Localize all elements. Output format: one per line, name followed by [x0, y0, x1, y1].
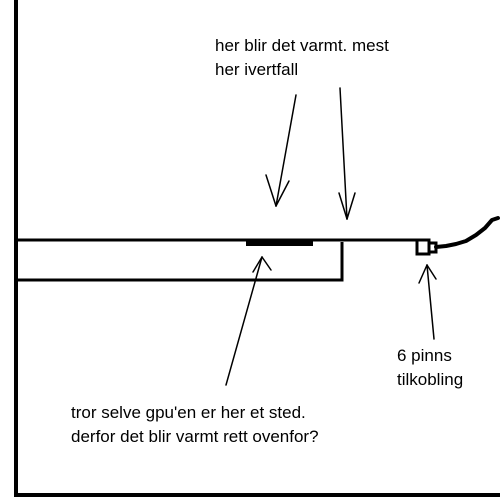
six-pin-connector [415, 238, 438, 256]
connector-note-line-1: 6 pinns [397, 346, 452, 365]
gpu-note-line-1: tror selve gpu'en er her et sted. [71, 403, 306, 422]
gpu-arrow [225, 256, 272, 386]
gpu-chip-marker [246, 240, 313, 246]
connector-note-line-2: tilkobling [397, 370, 464, 389]
gpu-note-line-2: derfor det blir varmt rett ovenfor? [71, 427, 319, 446]
case-outline [14, 0, 500, 497]
graphics-card-lower-section [14, 242, 344, 282]
connector-arrow [418, 264, 437, 340]
connector-note: 6 pinns tilkobling [397, 344, 463, 392]
heat-arrow-left [265, 94, 297, 207]
heat-note-line-1: her blir det varmt. mest [215, 36, 389, 55]
heat-note-line-2: her ivertfall [215, 60, 299, 79]
power-cable [434, 216, 500, 249]
heat-note: her blir det varmt. mest her ivertfall [215, 34, 389, 82]
gpu-note: tror selve gpu'en er her et sted. derfor… [71, 401, 319, 449]
heat-arrow-right [338, 87, 356, 220]
